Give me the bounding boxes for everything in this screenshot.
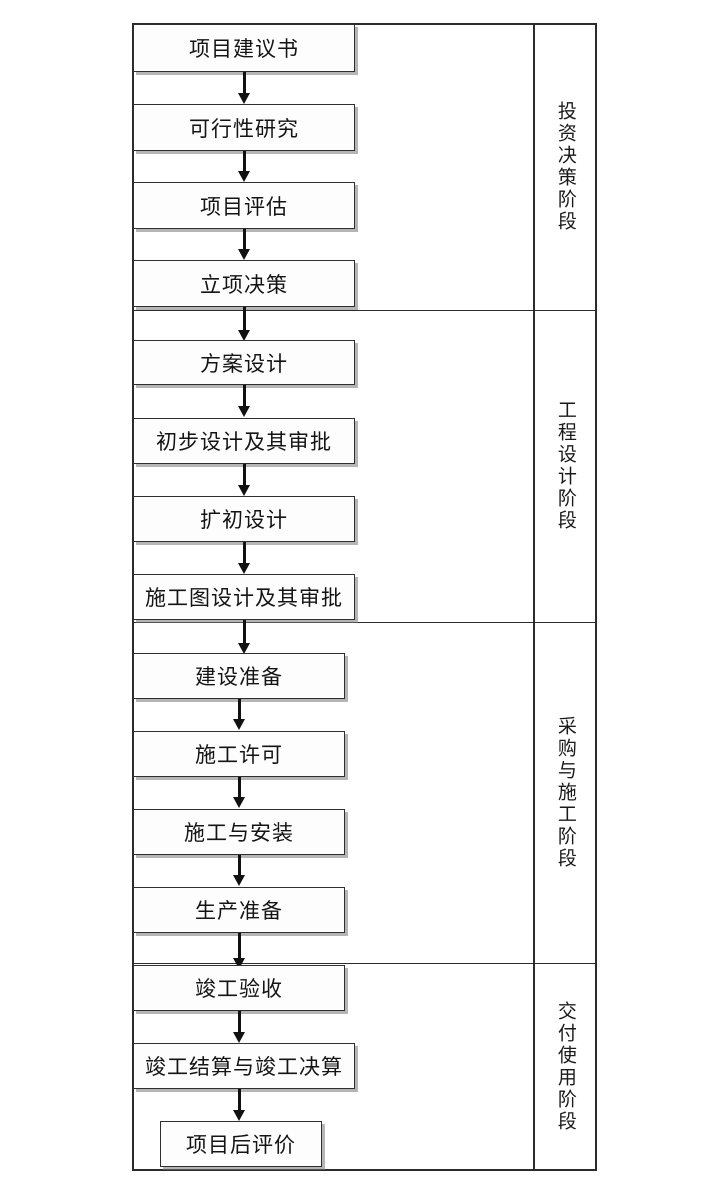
process-node-project-proposal[interactable]: 项目建议书 (133, 24, 355, 72)
stage-label-procurement-construction: 采购与施工阶段 (554, 715, 576, 870)
process-node-final-settlement-and-accounts[interactable]: 竣工结算与竣工决算 (133, 1043, 355, 1089)
process-node-extended-preliminary-design[interactable]: 扩初设计 (133, 496, 355, 542)
process-node-feasibility-study[interactable]: 可行性研究 (133, 104, 355, 151)
stage-label-delivery-and-use: 交付使用阶段 (554, 1001, 576, 1133)
process-node-construction-permit[interactable]: 施工许可 (133, 731, 345, 777)
stage-label-investment-decision: 投资决策阶段 (554, 100, 576, 233)
stage-divider-1 (132, 310, 597, 311)
stage-label-engineering-design: 工程设计阶段 (554, 400, 576, 532)
process-node-project-evaluation[interactable]: 项目评估 (133, 182, 355, 229)
stage-divider-3 (132, 963, 597, 964)
process-node-project-approval-decision[interactable]: 立项决策 (133, 260, 355, 307)
process-node-construction-and-installation[interactable]: 施工与安装 (133, 809, 345, 855)
stage-divider-2 (132, 622, 597, 623)
process-node-scheme-design[interactable]: 方案设计 (133, 340, 355, 385)
process-node-preliminary-design-approval[interactable]: 初步设计及其审批 (133, 418, 355, 464)
process-node-post-project-evaluation[interactable]: 项目后评价 (160, 1121, 322, 1167)
stage-column-divider (533, 23, 535, 1171)
process-node-completion-acceptance[interactable]: 竣工验收 (133, 965, 345, 1011)
process-node-construction-preparation[interactable]: 建设准备 (133, 653, 345, 699)
process-node-construction-drawing-approval[interactable]: 施工图设计及其审批 (133, 574, 355, 620)
process-node-production-preparation[interactable]: 生产准备 (133, 887, 345, 933)
